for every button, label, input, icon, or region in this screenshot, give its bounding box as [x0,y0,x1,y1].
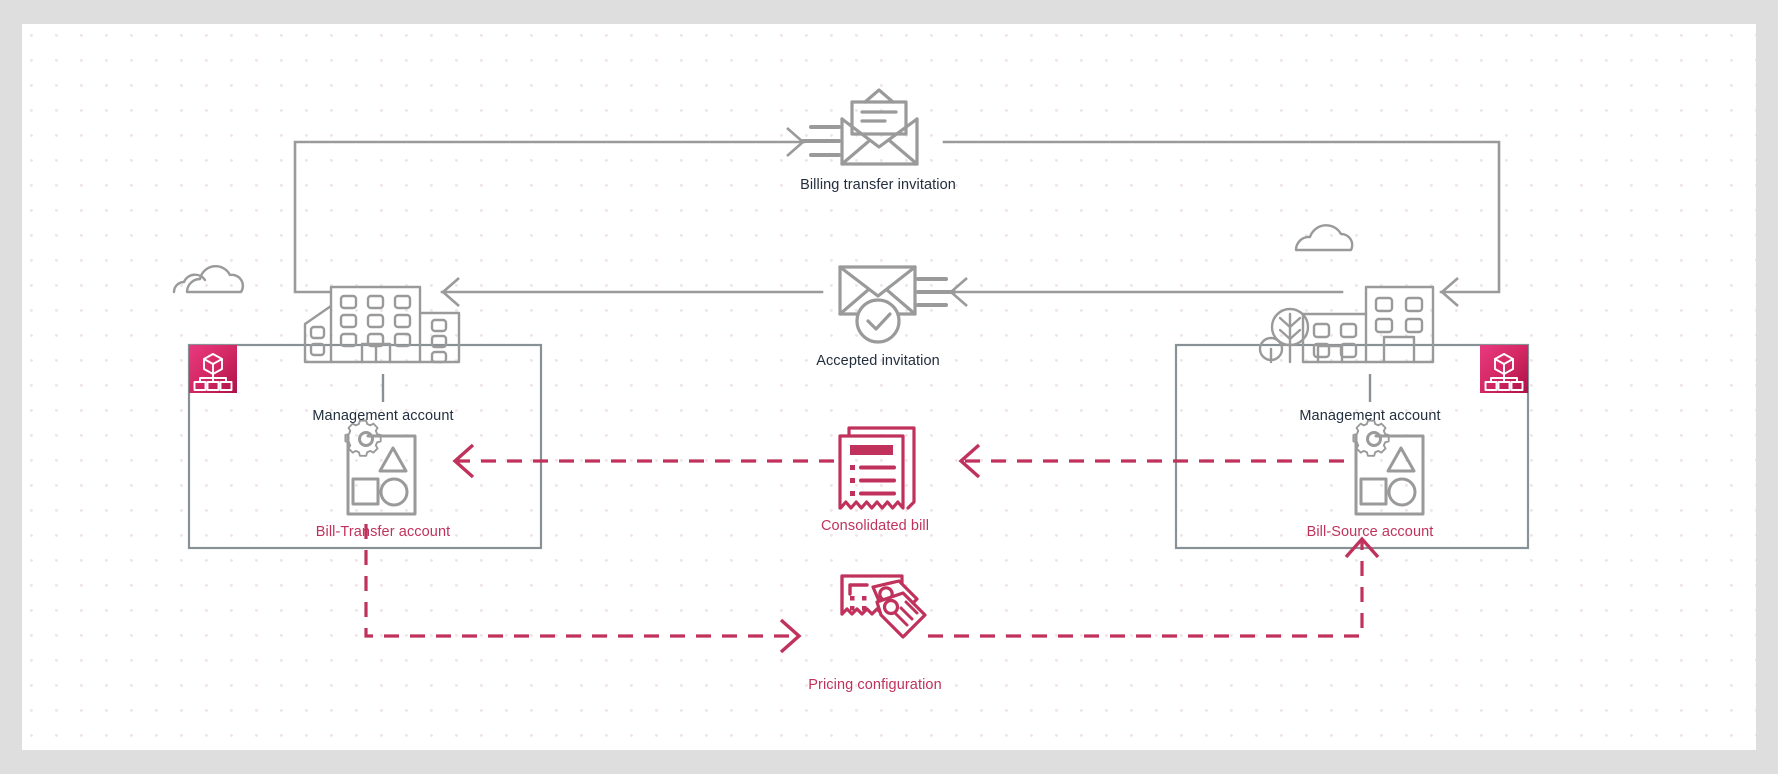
node-label-pricing-configuration: Pricing configuration [808,677,942,693]
flow-invite-to-right [942,140,1501,307]
flow-bill-to-transfer [452,443,834,479]
cloud-icon-right [1294,224,1354,252]
account-label-bill-transfer: Bill-Transfer account [315,524,451,540]
flow-bill-from-source [958,443,1344,479]
envelope-check-icon [838,265,956,344]
group-box-right [1174,343,1530,550]
diagram-canvas: Management account Bill-Transfer account… [22,24,1756,750]
aws-organizations-icon-right[interactable] [1480,345,1528,393]
office-buildings-icon-left [303,285,461,364]
node-label-billing-transfer-invitation: Billing transfer invitation [800,177,956,193]
cloud-icon-left [172,264,245,294]
receipt-invoice-icon [838,426,916,510]
node-label-accepted-invitation: Accepted invitation [816,353,940,369]
envelope-open-with-letter-icon [801,88,919,166]
receipt-price-tag-icon [840,574,927,639]
flow-accept-to-left [440,277,824,307]
flow-pricing-from-transfer [364,524,802,654]
flow-accept-from-right [948,277,1344,307]
account-label-bill-source: Bill-Source account [1306,524,1434,540]
office-buildings-with-trees-icon-right [1258,285,1435,364]
flow-invite-out [293,127,806,294]
aws-account-icon-right [1352,419,1425,516]
node-label-consolidated-bill: Consolidated bill [820,518,930,534]
group-label-management-account-right: Management account [1299,408,1441,424]
flow-pricing-to-source [928,536,1380,638]
aws-account-icon-left [344,419,417,516]
connector-layer [172,88,1530,654]
aws-organizations-icon-left[interactable] [189,345,237,393]
group-label-management-account-left: Management account [312,408,454,424]
